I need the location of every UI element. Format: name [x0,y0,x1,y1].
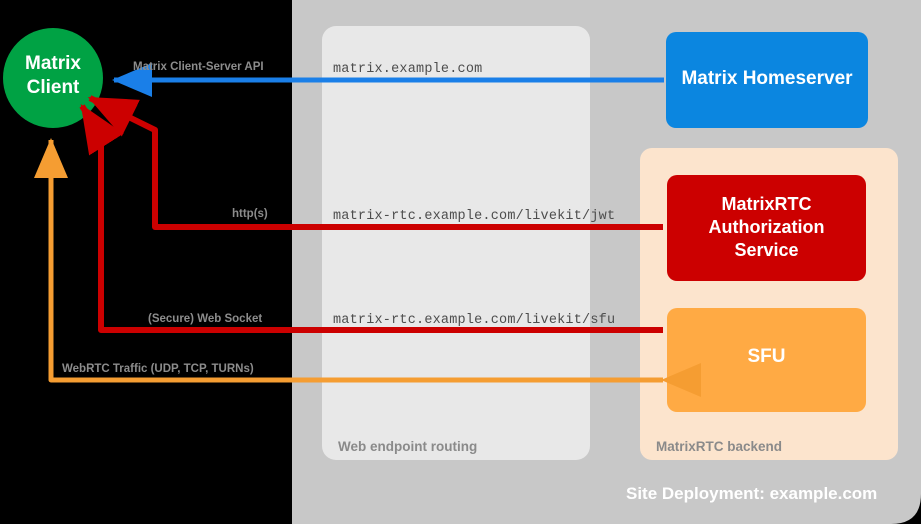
matrix-homeserver-box [666,32,868,128]
matrix-client-label: Matrix Client [25,53,81,98]
endpoint-jwt: matrix-rtc.example.com/livekit/jwt [333,209,616,224]
matrixrtc-backend-title: MatrixRTC backend [656,439,783,454]
matrix-homeserver-label: Matrix Homeserver [681,68,853,89]
matrix-client-circle [3,28,103,128]
auth-service-box [667,175,866,281]
flow-label-client-server-api: Matrix Client-Server API [133,61,264,73]
arrow-webrtc-flow [34,137,701,397]
sfu-box [667,308,866,412]
sfu-service-label: SFU [747,346,786,367]
auth-service-label: MatrixRTC Authorization Service [708,194,825,261]
site-deployment-label: Site Deployment: example.com [626,484,878,503]
endpoint-sfu: matrix-rtc.example.com/livekit/sfu [333,313,616,328]
web-endpoint-routing-container [322,26,590,460]
web-endpoint-routing-title: Web endpoint routing [338,439,478,454]
flow-label-websocket: (Secure) Web Socket [148,313,263,325]
endpoint-homeserver: matrix.example.com [333,62,483,77]
flow-label-https: http(s) [232,208,268,220]
flow-label-webrtc: WebRTC Traffic (UDP, TCP, TURNs) [62,363,254,375]
